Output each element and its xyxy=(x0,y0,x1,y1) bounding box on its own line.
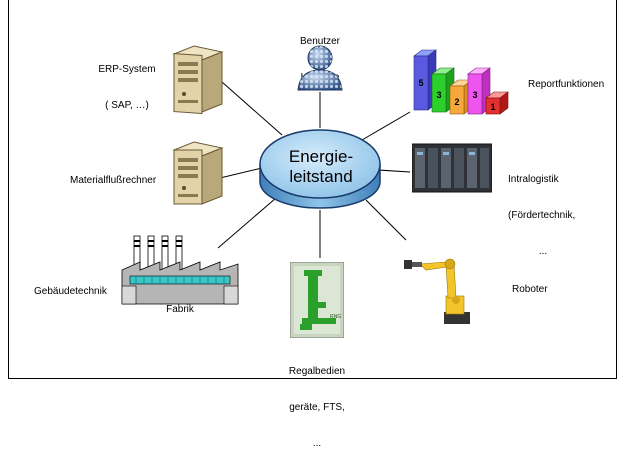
line-intralogistik xyxy=(377,169,411,173)
fabrik-label: Fabrik xyxy=(166,304,194,315)
line-report xyxy=(361,111,411,141)
stacker-crane-icon: RNG xyxy=(290,262,344,338)
hub-label-line1: Energie- xyxy=(288,147,354,166)
gebaeude-label: Gebäudetechnik xyxy=(34,286,107,297)
erp-label-line2: ( SAP, …) xyxy=(105,100,149,111)
plc-controller-icon xyxy=(412,143,492,193)
line-erp xyxy=(221,81,283,136)
regal-label-line3: ... xyxy=(312,438,322,449)
intralogistik-label-line3: ... xyxy=(538,246,548,257)
hub-label: Energie- leitstand xyxy=(262,147,380,187)
materialfluss-label: Materialflußrechner xyxy=(70,175,157,186)
roboter-label: Roboter xyxy=(512,284,548,295)
report-label: Reportfunktionen xyxy=(528,79,605,90)
report-bar-label-5: 1 xyxy=(490,102,495,112)
materialfluss-server-icon xyxy=(172,141,224,205)
report-bars-icon: 5 3 2 3 1 xyxy=(413,49,509,115)
rng-badge: RNG xyxy=(330,314,341,320)
regal-label-line2: geräte, FTS, xyxy=(289,402,345,413)
connector-lines xyxy=(217,81,411,258)
report-bar-1 xyxy=(485,91,509,115)
hub-label-line2: leitstand xyxy=(289,167,353,186)
factory-icon xyxy=(121,235,239,305)
benutzer-label-line1: Benutzer xyxy=(299,36,341,47)
intralogistik-label-line2: (Fördertechnik, xyxy=(508,210,576,221)
report-bar-label-4: 3 xyxy=(472,90,477,100)
line-gebaeude xyxy=(217,197,277,249)
report-bar-label-1: 5 xyxy=(418,78,423,88)
user-globe-icon xyxy=(297,45,343,91)
regal-label-line1: Regalbedien xyxy=(288,366,346,377)
intralogistik-label: Intralogistik (Fördertechnik, ... xyxy=(508,150,604,270)
report-bar-label-2: 3 xyxy=(436,90,441,100)
regal-label: Regalbedien geräte, FTS, ... xyxy=(280,342,354,462)
robot-arm-icon xyxy=(404,250,486,328)
erp-server-icon xyxy=(172,45,224,114)
report-bar-label-3: 2 xyxy=(454,97,459,107)
erp-label: ERP-System ( SAP, …) xyxy=(92,40,162,124)
line-roboter xyxy=(365,199,407,241)
line-materialfluss xyxy=(219,167,263,179)
hub-cylinder xyxy=(259,129,381,209)
intralogistik-label-line1: Intralogistik xyxy=(508,174,559,185)
report-bar-3a xyxy=(431,67,455,113)
erp-label-line1: ERP-System xyxy=(98,64,156,75)
